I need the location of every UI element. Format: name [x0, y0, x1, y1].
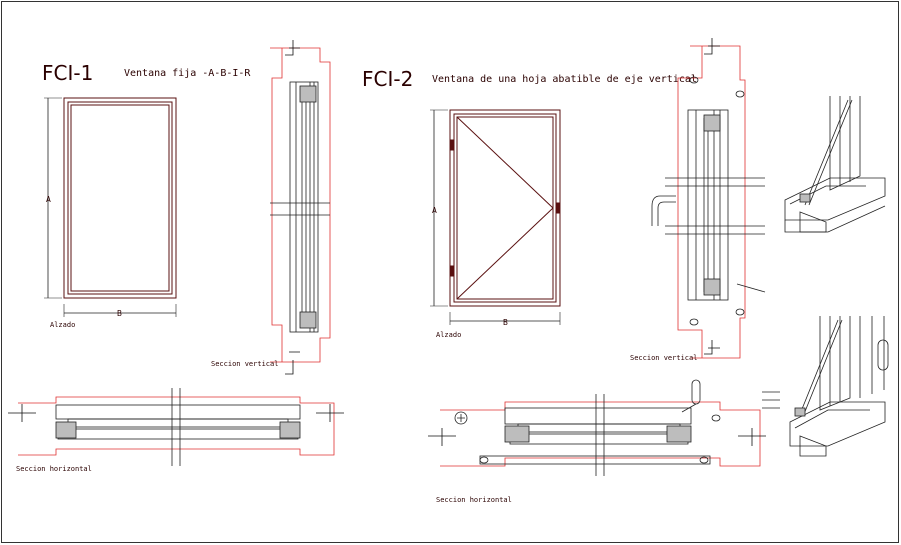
fci2-header: FCI-2 Ventana de una hoja abatible de ej…: [362, 67, 697, 91]
fci2-vertical-section: [651, 38, 766, 359]
fci2-dim-b: B: [503, 318, 508, 327]
fci2-horizontal-section-label: Seccion horizontal: [436, 496, 512, 504]
fci1-vertical-section-label: Seccion vertical: [211, 360, 278, 368]
fci2-name: Ventana de una hoja abatible de eje vert…: [432, 74, 697, 85]
fci1-dim-b: B: [117, 309, 122, 318]
fci1-horizontal-section-label: Seccion horizontal: [16, 465, 92, 473]
fci2-horizontal-section: [428, 379, 766, 476]
fci1-alzado-label: Alzado: [50, 321, 75, 329]
fci1-elevation: [44, 97, 177, 317]
fci2-perspective-detail-bottom: [762, 316, 889, 457]
fci1-horizontal-section: [8, 388, 344, 466]
fci2-code: FCI-2: [362, 67, 413, 91]
fci1-dim-a: A: [46, 195, 51, 204]
fci2-vertical-section-label: Seccion vertical: [630, 354, 697, 362]
fci1-vertical-section: [270, 40, 331, 375]
fci2-dim-a: A: [432, 206, 437, 215]
fci2-elevation: [430, 109, 561, 325]
fci1-code: FCI-1: [42, 61, 93, 85]
fci2-alzado-label: Alzado: [436, 331, 461, 339]
fci1-name: Ventana fija -A-B-I-R: [124, 68, 251, 79]
fci2-perspective-detail-top: [784, 96, 886, 233]
fci1-header: FCI-1 Ventana fija -A-B-I-R: [42, 61, 251, 85]
